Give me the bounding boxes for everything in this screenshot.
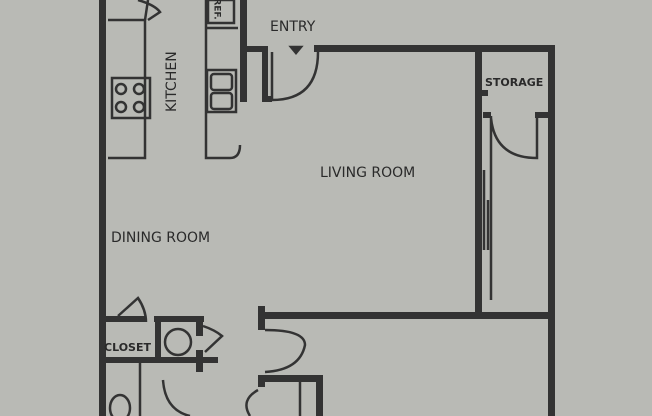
storage-label: STORAGE	[485, 76, 544, 89]
living-room-label: LIVING ROOM	[320, 165, 416, 181]
walls	[99, 0, 555, 416]
entry-label: ENTRY	[270, 19, 316, 35]
closet-label: CLOSET	[104, 341, 151, 354]
ref-label: REF.	[211, 0, 222, 20]
kitchen-label: KITCHEN	[164, 51, 180, 112]
fixtures	[108, 0, 539, 416]
dining-room-label: DINING ROOM	[111, 230, 211, 246]
